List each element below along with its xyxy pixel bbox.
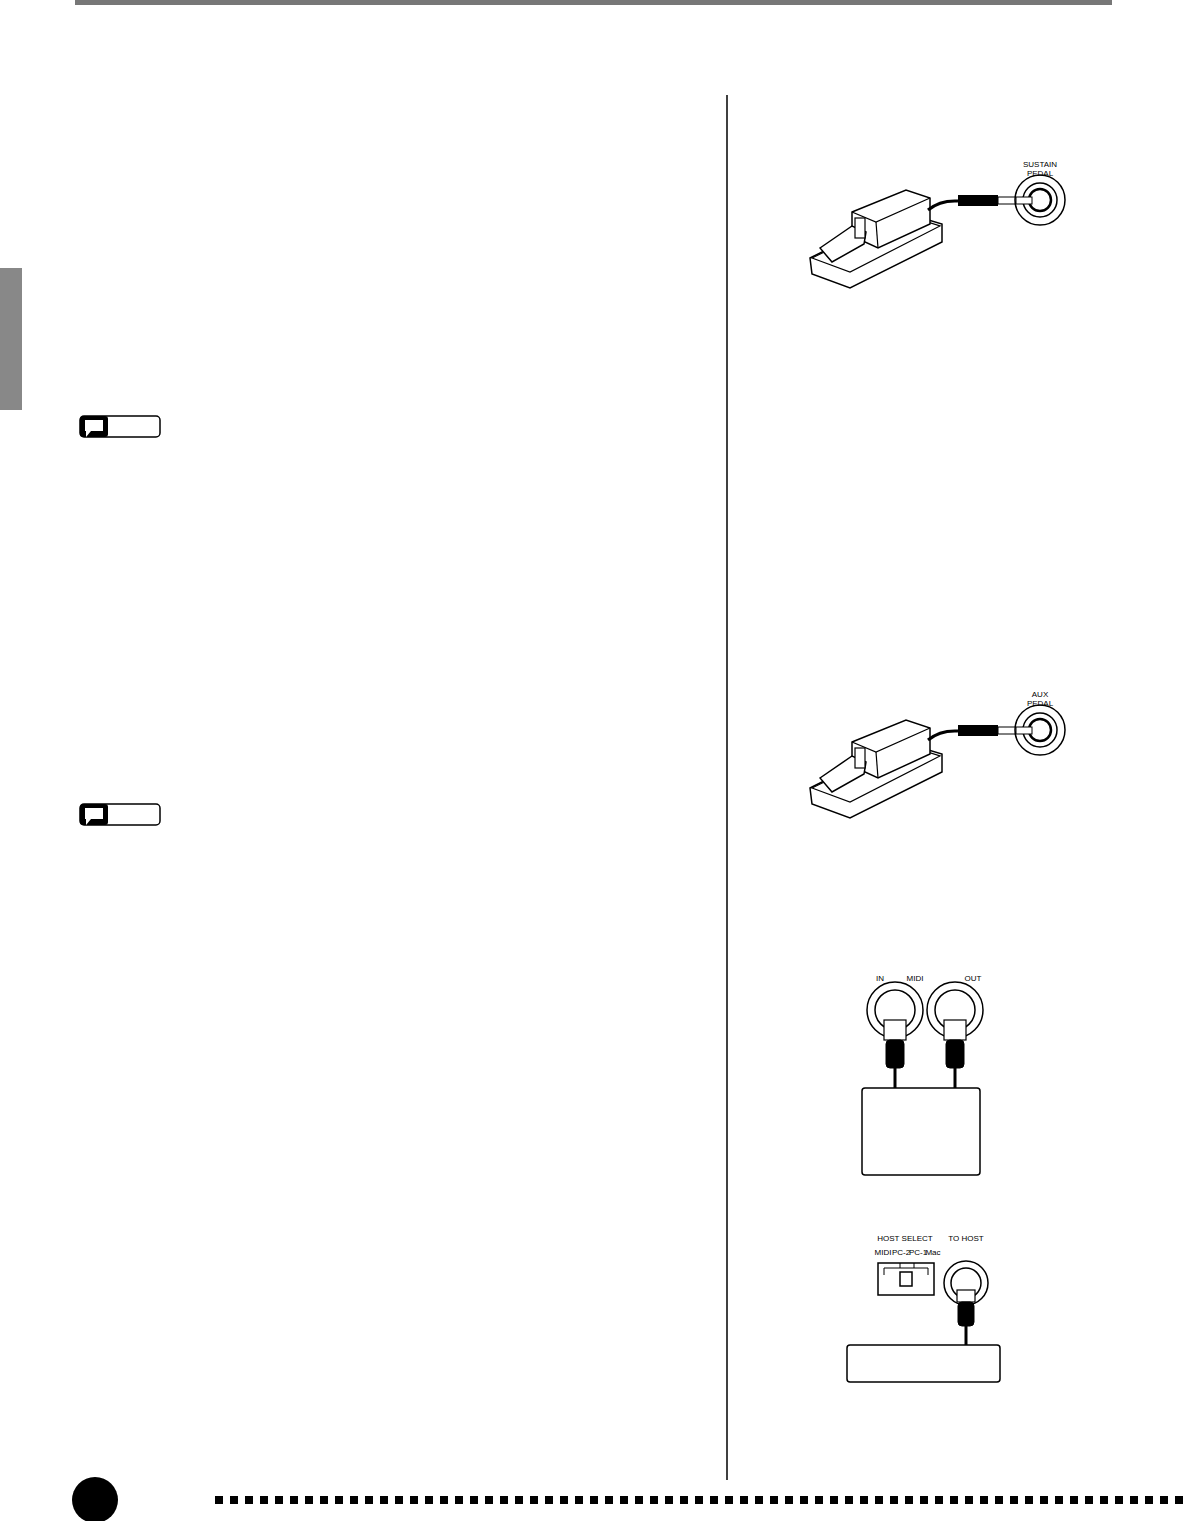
jack-label: TO HOST bbox=[946, 1234, 986, 1243]
host-connection bbox=[847, 1261, 1000, 1382]
note-icon bbox=[80, 416, 160, 437]
jack-label: MIDI bbox=[902, 974, 928, 983]
switch-position: Mac bbox=[924, 1248, 942, 1257]
note-icon bbox=[80, 804, 160, 825]
midi-connection bbox=[862, 982, 983, 1175]
switch-position: MIDI bbox=[873, 1248, 893, 1257]
jack-label: OUT bbox=[962, 974, 984, 983]
switch-position: PC-1 bbox=[908, 1248, 928, 1257]
aux-pedal bbox=[810, 705, 1065, 818]
sustain-pedal bbox=[810, 175, 1065, 288]
switch-label: HOST SELECT bbox=[875, 1234, 935, 1243]
jack-label: SUSTAIN PEDAL bbox=[1020, 160, 1060, 178]
switch-position: PC-2 bbox=[891, 1248, 911, 1257]
jack-label: AUX PEDAL bbox=[1020, 690, 1060, 708]
jack-label: IN bbox=[872, 974, 888, 983]
